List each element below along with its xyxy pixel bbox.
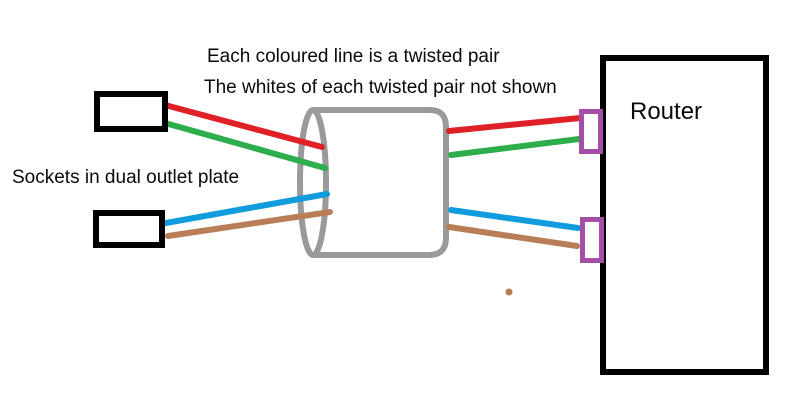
router-label: Router <box>630 98 703 125</box>
note-coloured-line: Each coloured line is a twisted pair <box>207 46 500 67</box>
socket-top <box>94 91 168 132</box>
wire-green-cable-to-router <box>448 136 582 158</box>
cable-cylinder-end <box>297 107 329 258</box>
router-connector-bottom <box>580 217 604 263</box>
wire-blue-cable-to-router <box>448 207 581 231</box>
sockets-label: Sockets in dual outlet plate <box>12 167 240 188</box>
socket-bottom <box>93 210 165 248</box>
wire-red-socket-to-cable <box>162 102 325 150</box>
wire-brown-cable-to-router <box>446 224 580 249</box>
wire-brown-socket-to-cable <box>165 209 333 239</box>
wire-blue-socket-to-cable <box>163 191 330 226</box>
wire-green-socket-to-cable <box>162 120 328 171</box>
wire-red-cable-to-router <box>446 115 583 134</box>
cable-cylinder-body <box>310 107 449 258</box>
router-connector-top <box>579 109 603 154</box>
stray-brown-dot <box>505 288 513 296</box>
router-box <box>600 55 769 375</box>
note-whites-not-shown: The whites of each twisted pair not show… <box>204 77 557 98</box>
